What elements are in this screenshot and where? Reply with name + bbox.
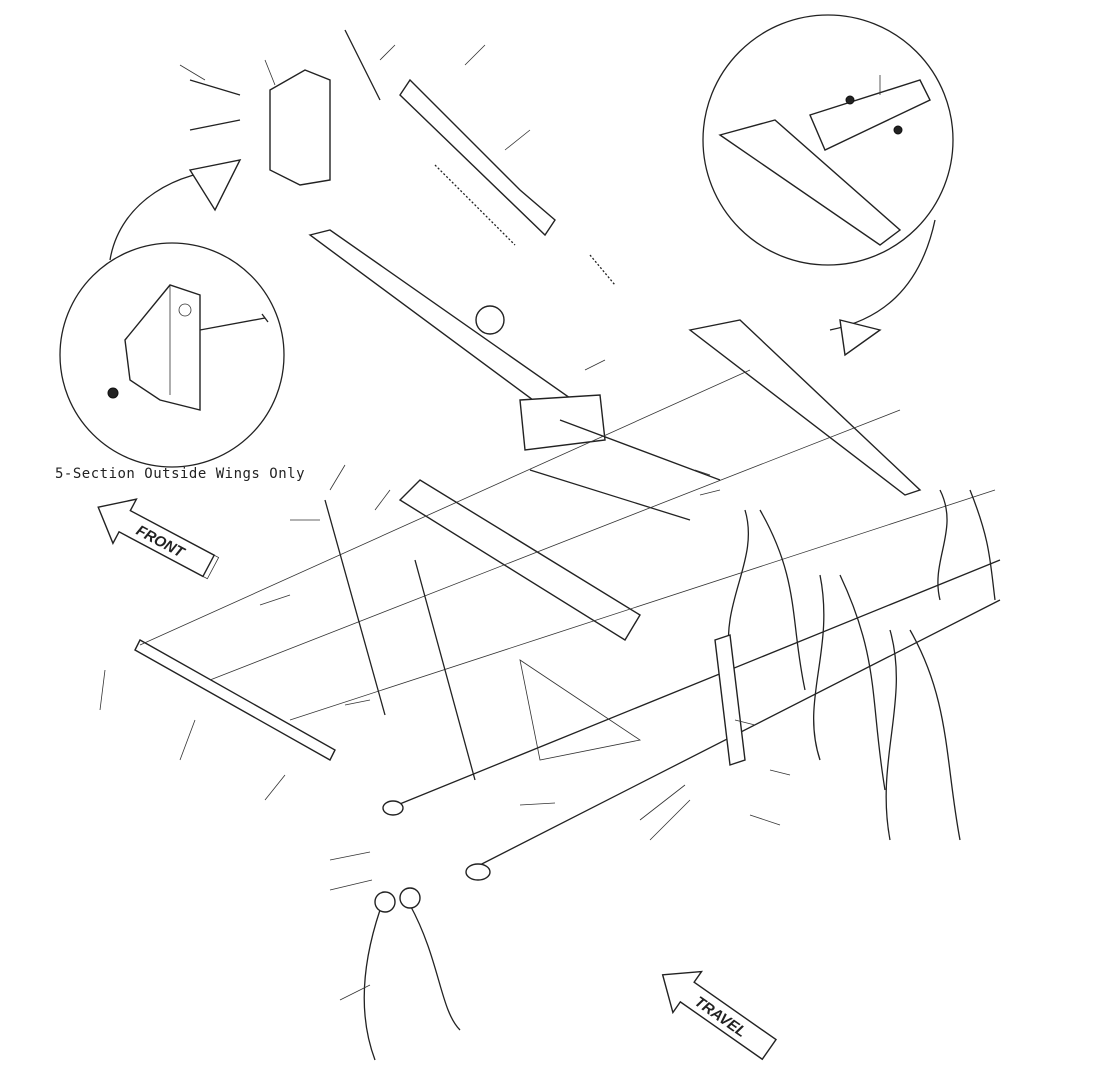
inset-caption: 5-Section Outside Wings Only xyxy=(55,466,306,482)
right-detail-inset xyxy=(702,14,954,357)
travel-arrow: TRAVEL xyxy=(661,970,778,1061)
leader-lines xyxy=(99,44,881,1001)
front-arrow: FRONT xyxy=(97,498,220,580)
hitch-assembly xyxy=(189,29,721,521)
mount-standards xyxy=(324,499,746,781)
frame xyxy=(134,319,1001,881)
left-detail-inset xyxy=(59,159,285,468)
